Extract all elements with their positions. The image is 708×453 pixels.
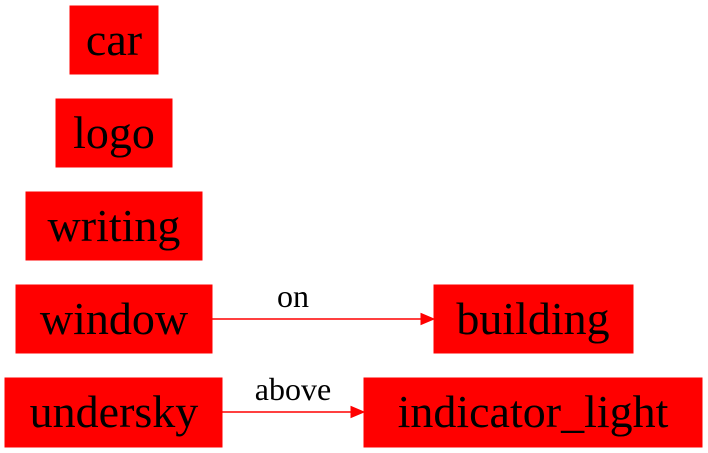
edge-undersky-indicator-light: above [222,371,366,419]
node-undersky-box [4,377,223,448]
node-writing: writing [25,191,203,261]
node-car-label: car [86,14,142,65]
node-undersky-label: undersky [30,386,199,437]
node-logo-box [55,98,173,168]
node-writing-box [25,191,203,261]
node-building-label: building [456,293,609,344]
node-undersky: undersky [4,377,223,448]
node-window: window [15,284,213,354]
node-logo-label: logo [73,107,155,158]
node-indicator-light: indicator_light [363,377,703,448]
node-window-box [15,284,213,354]
node-window-label: window [40,293,189,344]
node-indicator-light-box [363,377,703,448]
edge-undersky-indicator-light-label: above [255,371,331,407]
node-car-box [69,5,159,75]
edge-window-building-label: on [277,278,309,314]
node-building: building [433,284,634,354]
node-logo: logo [55,98,173,168]
edge-window-building: on [212,278,436,326]
node-indicator-light-label: indicator_light [398,386,669,437]
node-car: car [69,5,159,75]
node-writing-label: writing [48,200,181,251]
edge-window-building-arrowhead [420,312,436,326]
edge-undersky-indicator-light-arrowhead [350,405,366,419]
node-building-box [433,284,634,354]
